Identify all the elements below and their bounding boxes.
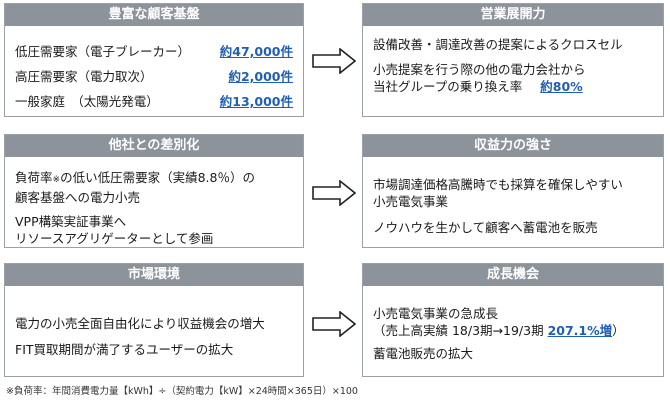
text-line: 市場調達価格高騰時でも採算を確保しやすい [373,177,623,192]
text-segment: （売上高実績 18/3期→19/3期 [373,323,548,338]
row-value: 約13,000件 [219,94,293,109]
growth-panel: 成長機会 小売電気事業の急成長 （売上高実績 18/3期→19/3期 207.1… [362,263,664,377]
row-label: 一般家庭 （太陽光発電） [15,94,159,109]
row-label: 高圧需要家（電力取次） [15,69,153,84]
arrow-icon [312,48,356,74]
text-line: （売上高実績 18/3期→19/3期 207.1%増） [373,322,653,339]
text-line: 小売電気事業の急成長 [373,306,499,321]
customer-row-household: 一般家庭 （太陽光発電） 約13,000件 [15,93,293,118]
row-value: 約47,000件 [219,44,293,59]
differentiation-title: 他社との差別化 [5,135,303,157]
arrow-icon [312,180,356,206]
sales-strategy-panel: 営業展開力 設備改善・調達改善の提案によるクロスセル 小売提案を行う際の他の電力… [362,3,664,117]
growth-rate-value: 207.1%増 [547,323,613,338]
customer-base-title: 豊富な顧客基盤 [5,4,303,26]
text-segment: の低い低圧需要家（実績8.8％）の [60,170,255,185]
footnote-mark: ※ [52,175,61,185]
market-title: 市場環境 [5,264,303,286]
text-line: 小売電気事業 [373,194,449,209]
text-line: ノウハウを生かして顧客へ蓄電池を販売 [373,220,598,235]
growth-title: 成長機会 [363,264,663,286]
customer-base-panel: 豊富な顧客基盤 低圧需要家（電子ブレーカー） 約47,000件 高圧需要家（電力… [4,3,304,117]
text-line: FIT買取期間が満了するユーザーの拡大 [15,342,234,357]
text-line: 電力の小売全面自由化により収益機会の増大 [15,316,265,331]
text-line: VPP構築実証事業へ [15,214,127,229]
text-segment: 負荷率 [15,170,53,185]
customer-row-high-voltage: 高圧需要家（電力取次） 約2,000件 [15,68,293,93]
row-label: 低圧需要家（電子ブレーカー） [15,44,191,59]
customer-row-low-voltage: 低圧需要家（電子ブレーカー） 約47,000件 [15,43,293,68]
text-segment: ） [612,323,625,338]
market-panel: 市場環境 電力の小売全面自由化により収益機会の増大 FIT買取期間が満了するユー… [4,263,304,377]
profitability-panel: 収益力の強さ 市場調達価格高騰時でも採算を確保しやすい 小売電気事業 ノウハウを… [362,134,664,248]
text-line: リソースアグリゲーターとして参画 [15,231,214,246]
text-line: 負荷率※の低い低圧需要家（実績8.8％）の [15,169,293,189]
text-segment: 当社グループの乗り換え率 [373,79,523,94]
arrow-icon [312,311,356,337]
text-line: 蓄電池販売の拡大 [373,346,474,361]
text-line: 当社グループの乗り換え率 約80% [373,78,653,95]
text-line: 小売提案を行う際の他の電力会社から [373,62,586,77]
footnote: ※負荷率：年間消費電力量【kWh】÷（契約電力【kW】×24時間×365日）×1… [6,386,358,397]
text-line: 顧客基盤への電力小売 [15,190,141,205]
profitability-title: 収益力の強さ [363,135,663,157]
switch-rate-value: 約80% [540,79,583,94]
differentiation-panel: 他社との差別化 負荷率※の低い低圧需要家（実績8.8％）の 顧客基盤への電力小売… [4,134,304,248]
sales-strategy-title: 営業展開力 [363,4,663,26]
text-line: 設備改善・調達改善の提案によるクロスセル [373,37,623,52]
row-value: 約2,000件 [228,69,293,84]
